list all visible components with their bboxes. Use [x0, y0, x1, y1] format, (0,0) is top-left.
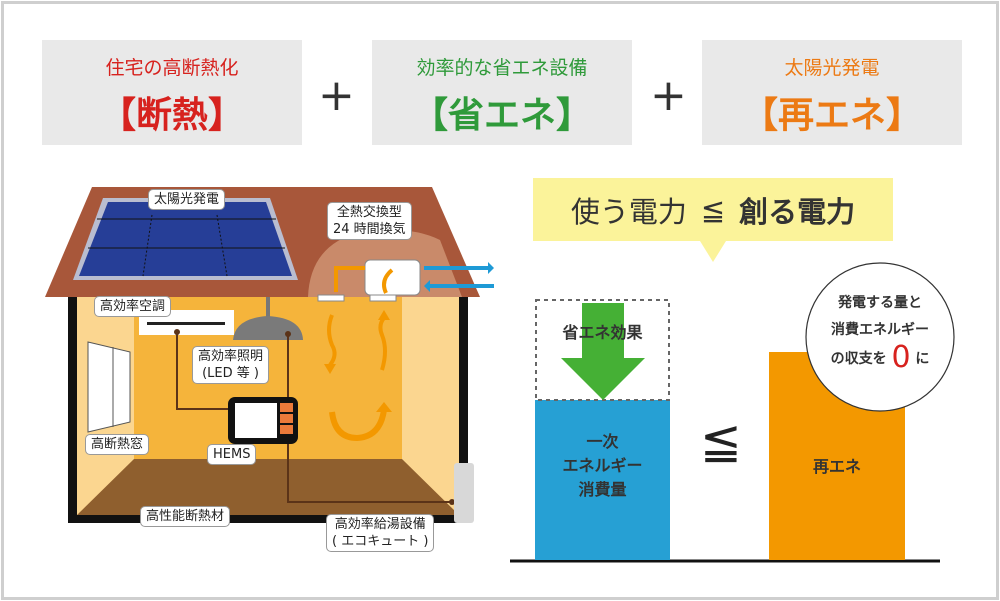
energy-saving-title: 【省エネ】 [411, 95, 592, 136]
label-water-heater: 高効率給湯設備 ( エコキュート ) [326, 514, 435, 552]
insulation-box: 住宅の高断熱化 【断熱】 [42, 40, 302, 145]
insulation-title: 【断熱】 [99, 95, 244, 136]
water-heater-unit [454, 463, 474, 523]
balance-circle [805, 262, 955, 412]
balance-suffix: に [915, 351, 930, 367]
ventilation-line1: 全熱交換型 [336, 205, 402, 220]
water-heater-line2: ( エコキュート ) [332, 534, 429, 549]
used-power: 使う電力 [570, 194, 687, 229]
primary-line1: 一次 [586, 432, 619, 451]
label-aircon: 高効率空調 [94, 296, 172, 317]
saving-effect-box [535, 299, 670, 401]
created-power: 創る電力 [739, 194, 856, 229]
energy-saving-box: 効率的な省エネ設備 【省エネ】 [372, 40, 632, 145]
renewable-label: 再エネ [812, 457, 861, 476]
balance-line2: 消費エネルギー [831, 322, 929, 338]
label-hems: HEMS [207, 444, 257, 465]
down-arrow-icon [582, 303, 624, 358]
renewable-sub: 太陽光発電 [784, 57, 880, 79]
label-lighting: 高効率照明 (LED 等 ) [192, 346, 270, 384]
leq-sign: ≦ [700, 192, 726, 227]
zero-value: 0 [891, 340, 911, 375]
renewable-title: 【再エネ】 [741, 95, 922, 136]
ventilation-line2: 24 時間換気 [333, 222, 406, 237]
primary-energy-label: 一次 エネルギー 消費量 [535, 430, 670, 502]
primary-line2: エネルギー [562, 456, 643, 475]
label-insulation: 高性能断熱材 [140, 506, 231, 527]
ventilation-unit [364, 259, 421, 296]
primary-energy-bar [535, 400, 670, 560]
speech-bubble: 使う電力 ≦ 創る電力 [533, 178, 893, 241]
chart-leq-sign: ≦ [700, 412, 742, 470]
insulation-sub: 住宅の高断熱化 [105, 57, 239, 79]
saving-effect-label: 省エネ効果 [562, 323, 643, 342]
balance-line1: 発電する量と [838, 295, 922, 311]
energy-saving-sub: 効率的な省エネ設備 [416, 57, 588, 79]
label-solar: 太陽光発電 [148, 189, 226, 210]
primary-line3: 消費量 [578, 480, 627, 499]
plus-sign: + [318, 70, 355, 121]
label-ventilation: 全熱交換型 24 時間換気 [327, 202, 412, 240]
balance-text: 発電する量と 消費エネルギー の収支を 0 に [812, 290, 948, 373]
plus-sign: + [650, 70, 687, 121]
lighting-line1: 高効率照明 [198, 349, 264, 364]
label-window: 高断熱窓 [85, 434, 150, 455]
renewable-box: 太陽光発電 【再エネ】 [702, 40, 962, 145]
lighting-line2: (LED 等 ) [202, 366, 259, 381]
water-heater-line1: 高効率給湯設備 [334, 517, 426, 532]
balance-line3: の収支を [830, 351, 887, 367]
